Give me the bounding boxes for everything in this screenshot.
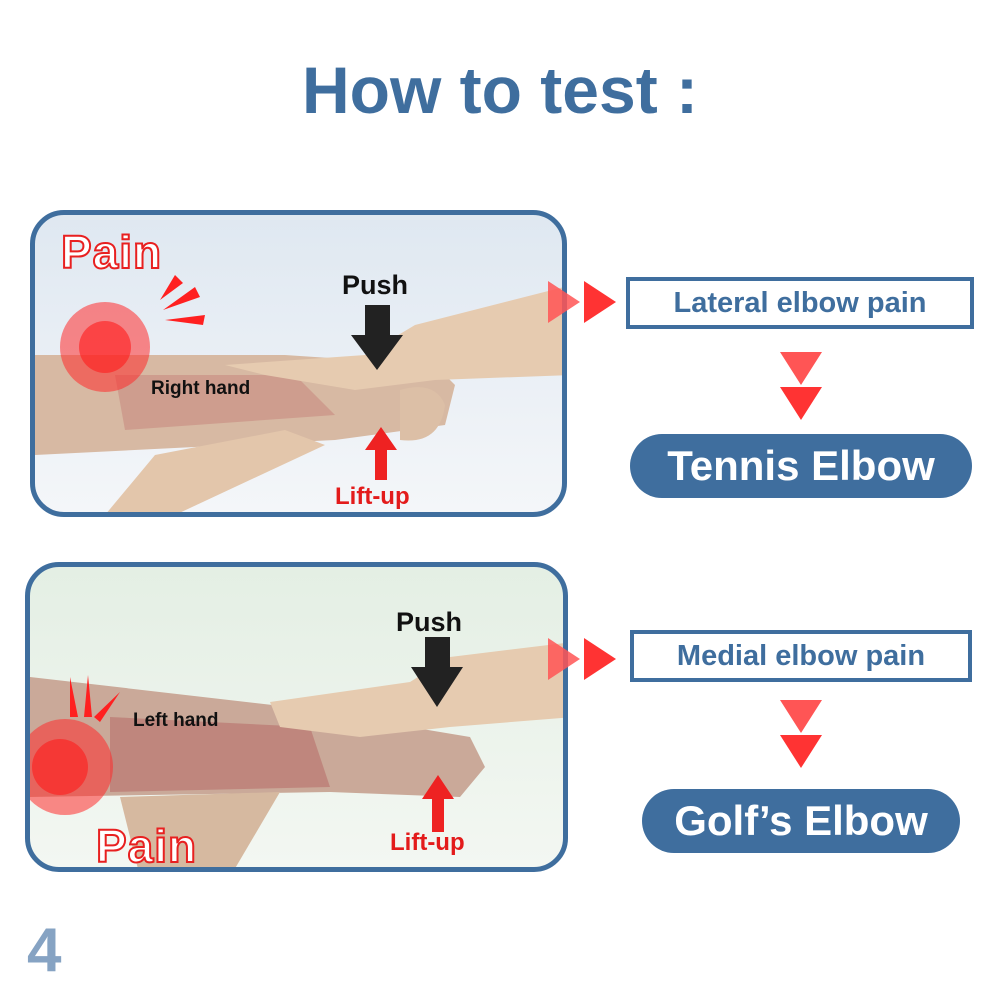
hand-label: Right hand — [151, 378, 251, 399]
double-arrow-down-icon — [780, 352, 822, 420]
push-label: Push — [342, 270, 409, 300]
push-label: Push — [396, 607, 463, 637]
pain-label: Pain — [60, 225, 163, 279]
arm-illustration — [35, 275, 562, 512]
double-arrow-down-icon — [780, 700, 822, 768]
lift-up-label: Lift-up — [390, 829, 465, 856]
double-arrow-right-icon — [548, 281, 616, 323]
test-illustration-tennis: Pain Push Right hand Lift-up — [30, 210, 567, 517]
page-title: How to test : — [302, 53, 698, 127]
pain-label: Pain — [95, 819, 198, 872]
double-arrow-right-icon — [548, 638, 616, 680]
page-number: 4 — [27, 916, 62, 985]
diagnosis-tennis-elbow: Tennis Elbow — [630, 434, 972, 498]
test-illustration-golf: Pain Push Left hand Lift-up — [25, 562, 568, 872]
hand-label: Left hand — [133, 710, 219, 731]
arm-illustration — [30, 637, 563, 867]
result-box-medial: Medial elbow pain — [630, 630, 972, 682]
result-box-lateral: Lateral elbow pain — [626, 277, 974, 329]
diagnosis-golfs-elbow: Golf’s Elbow — [642, 789, 960, 853]
lift-up-label: Lift-up — [335, 483, 410, 510]
